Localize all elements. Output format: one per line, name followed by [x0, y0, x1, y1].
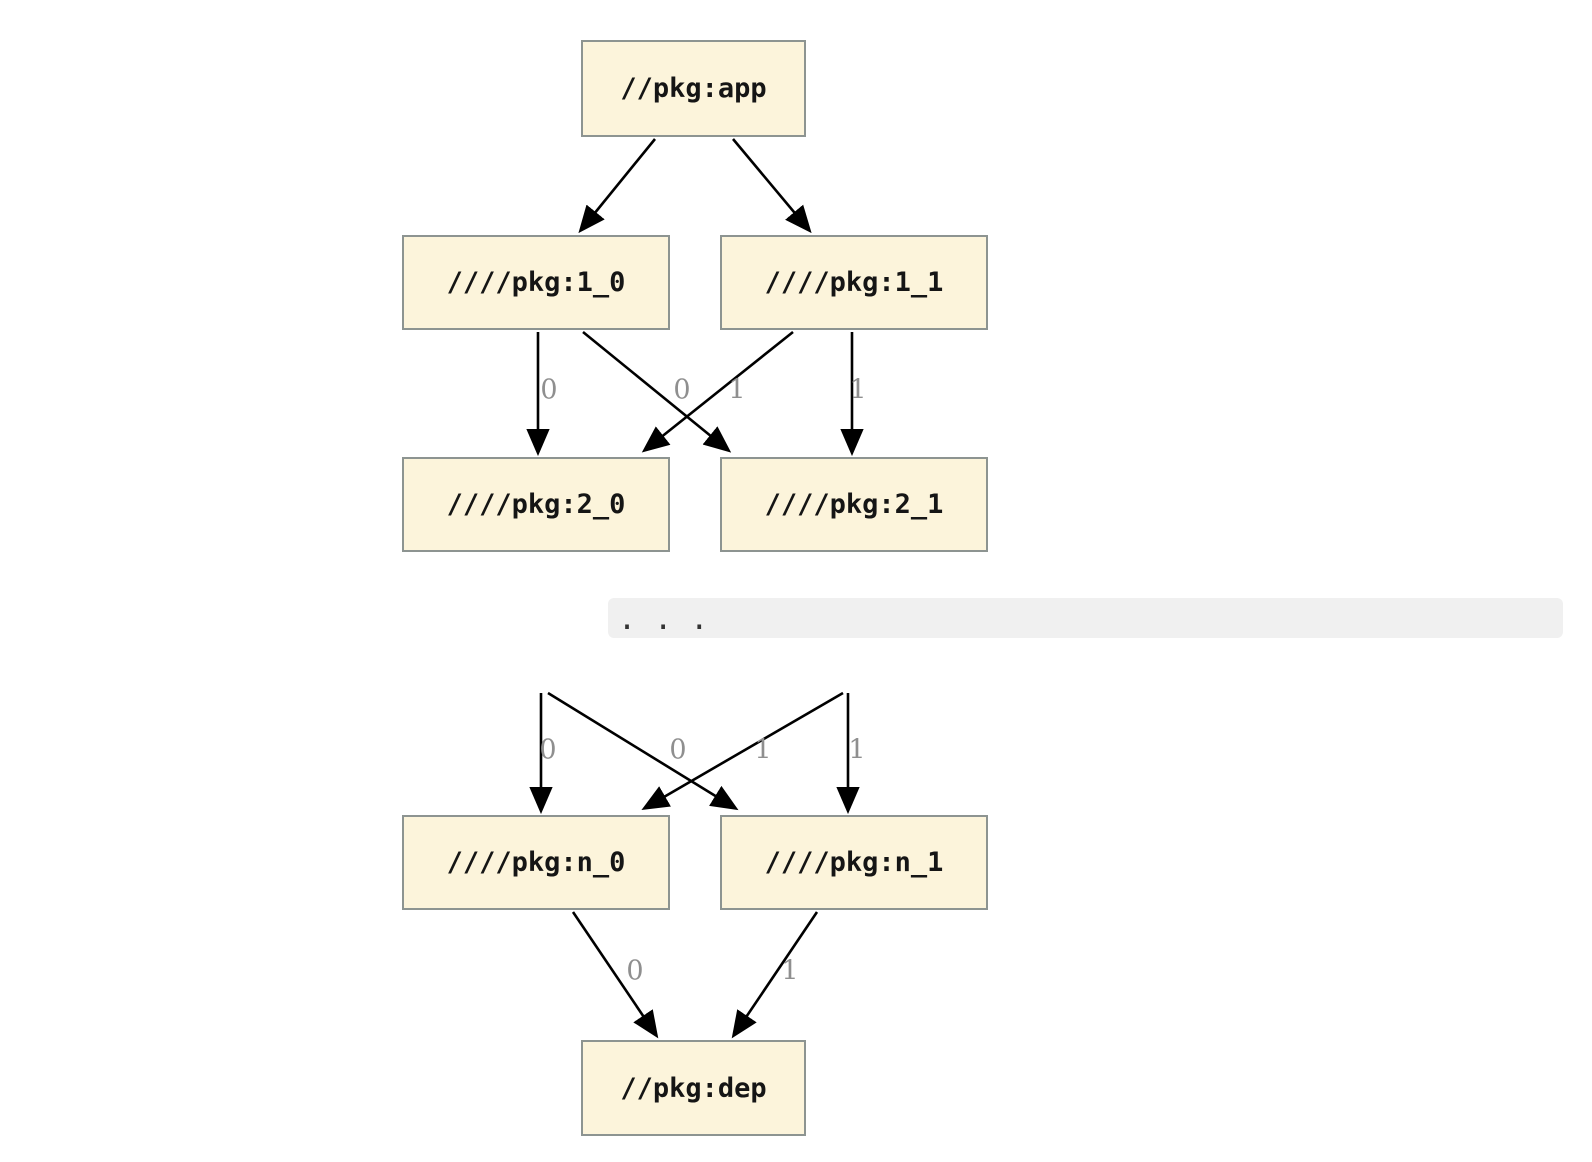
edge-app-to-1_1 — [732, 138, 812, 234]
node-label: //pkg:app — [620, 73, 767, 104]
node-pkg-1_1: ////pkg:1_1 — [720, 235, 988, 330]
node-pkg-1_0: ////pkg:1_0 — [402, 235, 670, 330]
node-pkg-app: //pkg:app — [581, 40, 806, 137]
edge-label-elided-n_1-straight: 1 — [848, 734, 866, 766]
node-pkg-2_1: ////pkg:2_1 — [720, 457, 988, 552]
edge-app-to-1_0 — [578, 138, 657, 234]
edge-label-1_0-2_1: 1 — [728, 374, 746, 406]
edge-label-n_0-dep: 0 — [626, 955, 644, 987]
edge-1_1-to-2_0 — [641, 330, 794, 453]
node-pkg-n_1: ////pkg:n_1 — [720, 815, 988, 910]
edge-1_0-to-2_1 — [582, 330, 732, 453]
edge-elided-to-n_1-cross — [547, 691, 739, 811]
node-label: ////pkg:2_0 — [446, 489, 626, 520]
node-label: ////pkg:n_0 — [446, 847, 626, 878]
edge-label-1_0-2_0: 0 — [540, 374, 558, 406]
node-label: ////pkg:1_1 — [764, 267, 944, 298]
node-pkg-2_0: ////pkg:2_0 — [402, 457, 670, 552]
node-pkg-n_0: ////pkg:n_0 — [402, 815, 670, 910]
edge-label-elided-n_1-cross: 1 — [754, 734, 772, 766]
edge-label-1_1-2_0: 0 — [673, 374, 691, 406]
edge-label-1_1-2_1: 1 — [849, 374, 867, 406]
node-label: //pkg:dep — [620, 1072, 767, 1104]
node-pkg-dep: //pkg:dep — [581, 1040, 806, 1136]
edge-n_1-to-dep — [731, 911, 819, 1039]
edge-label-n_1-dep: 1 — [781, 955, 799, 987]
ellipsis-text: . . . — [618, 602, 709, 637]
node-label: ////pkg:1_0 — [446, 267, 626, 298]
edge-label-elided-n_0-cross: 0 — [669, 734, 687, 766]
edge-label-elided-n_0-straight: 0 — [539, 734, 557, 766]
ellipsis-code-band: . . . — [608, 598, 1563, 638]
node-label: ////pkg:2_1 — [764, 489, 944, 520]
node-label: ////pkg:n_1 — [764, 847, 944, 878]
